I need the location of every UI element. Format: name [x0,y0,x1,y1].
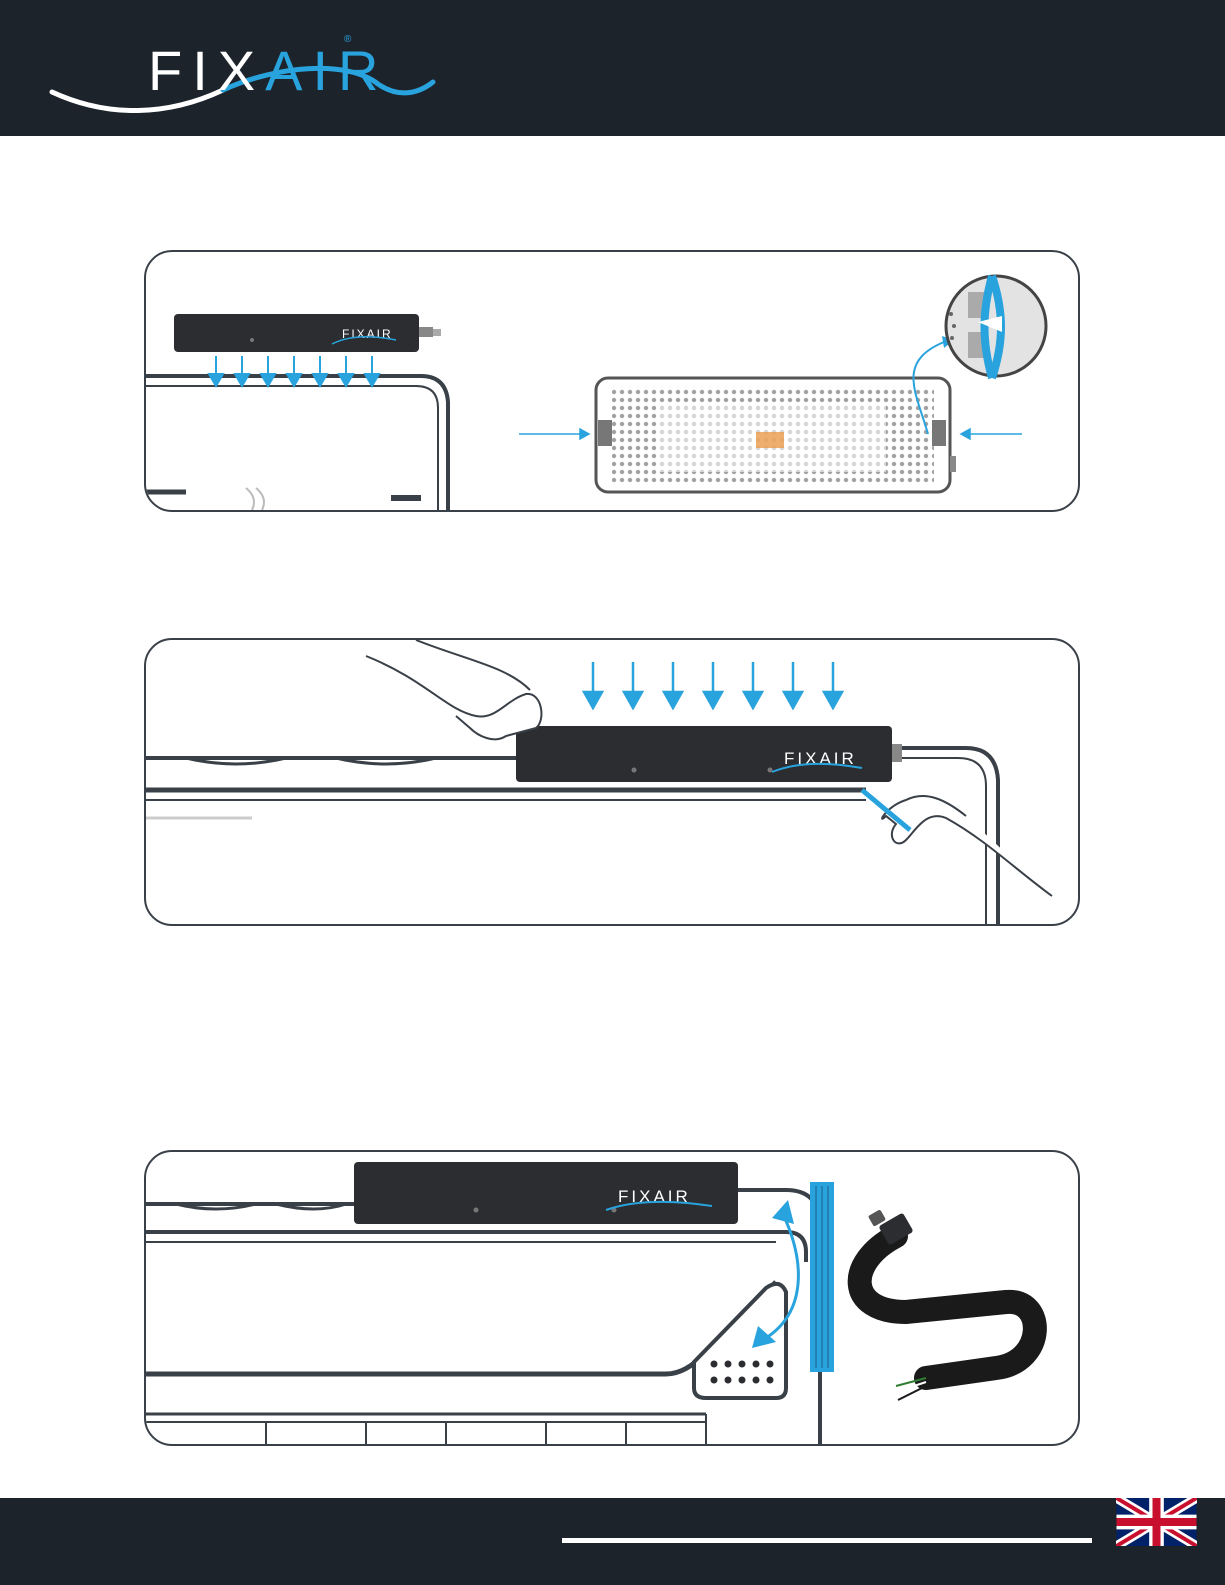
fixair-logo: FIXAIR ® [48,20,438,120]
logo-wordmark: FIXAIR [148,38,388,103]
logo-air-text: AIR [265,39,388,102]
arrow-down-icon [235,356,249,386]
arrow-down-icon [313,356,327,386]
uk-flag-icon[interactable] [1116,1498,1197,1546]
left-hand [366,656,541,739]
registered-mark: ® [344,34,351,45]
step-2-illustration: FIXAIR [146,640,1080,926]
cable [860,1236,1035,1378]
arrow-down-icon [584,662,602,708]
arrow-down-icon [624,662,642,708]
step-3-illustration: FIXAIR [146,1152,1080,1446]
arrow-down-icon [824,662,842,708]
header-bar: FIXAIR ® [0,0,1225,136]
arrow-right-icon [519,429,589,439]
step-panel-3: FIXAIR [144,1150,1080,1446]
arrow-down-icon-group [209,356,379,386]
arrow-down-icon [704,662,722,708]
step-1-illustration: FIXAIR [146,252,1080,512]
logo-fix-text: FIX [148,39,265,102]
step-panel-2: FIXAIR [144,638,1080,926]
arrow-down-icon [287,356,301,386]
arrow-down-icon [209,356,223,386]
arrow-down-icon [744,662,762,708]
arrow-down-icon [664,662,682,708]
footer-divider [562,1538,1092,1543]
arrow-left-icon [961,429,1022,439]
step-panel-1: FIXAIR [144,250,1080,512]
arrow-down-icon [784,662,802,708]
footer-bar [0,1498,1225,1585]
arrow-down-icon [261,356,275,386]
right-hand [882,796,1052,896]
arrow-down-icon [365,356,379,386]
arrow-down-icon [339,356,353,386]
